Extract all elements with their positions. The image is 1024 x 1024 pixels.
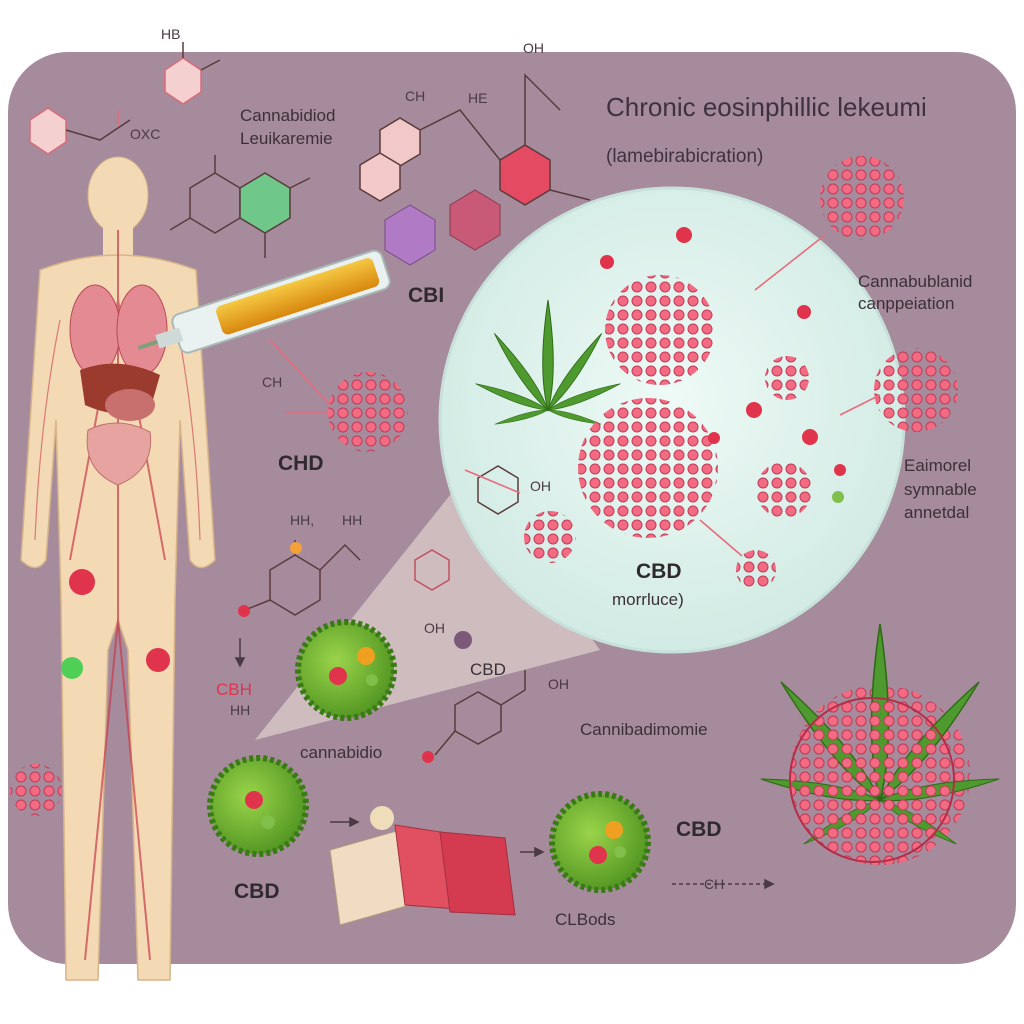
body-cell-3 — [61, 657, 83, 679]
organs-icon — [80, 363, 160, 486]
label-hh-3: HH — [230, 702, 251, 718]
body-cell-1 — [69, 569, 95, 595]
molecule-icon-5 — [422, 631, 526, 763]
pill-icon — [329, 806, 516, 926]
molecule-icon-2 — [359, 73, 591, 206]
label-ch-arrow: CH — [704, 876, 725, 892]
arrow-icon — [234, 638, 775, 890]
label-oh-4: OH — [548, 676, 569, 692]
label-he: HE — [468, 90, 488, 106]
body-cell-2 — [146, 648, 170, 672]
label-symnable: symnable — [904, 480, 977, 499]
label-eaimorel: Eaimorel — [904, 456, 972, 475]
label-hb-top: HB — [161, 26, 181, 42]
small-cells — [600, 227, 846, 503]
label-ch-small: CH — [262, 374, 283, 390]
label-oxc: OXC — [130, 126, 161, 142]
label-oh-1: OH — [523, 40, 544, 56]
label-chd: CHD — [278, 452, 324, 475]
subtitle: (lamebirabicration) — [606, 146, 764, 167]
syringe-icon — [137, 249, 391, 354]
molecule-icon-3 — [384, 189, 501, 266]
label-cbh: CBH — [216, 680, 252, 699]
label-cannibadimomie: Cannibadimomie — [580, 720, 708, 739]
label-oh-2: OH — [530, 478, 551, 494]
cancer-cell-large — [789, 697, 955, 863]
pointer-lines — [117, 110, 881, 557]
label-oh-3: OH — [424, 620, 445, 636]
molecule-icon-4 — [238, 540, 450, 617]
title: Chronic eosinphillic lekeumi — [606, 92, 927, 122]
molecule-icon-in-circle — [477, 465, 519, 515]
body-cell-4 — [10, 764, 62, 816]
label-cbd-molecule: CBD — [636, 560, 682, 583]
label-morrluce: morrluce) — [612, 590, 684, 609]
label-cannabulanid: Cannabublanid — [858, 272, 973, 291]
green-cell-2 — [207, 755, 309, 857]
label-clbods: CLBods — [555, 910, 616, 929]
label-ch-top: CH — [405, 88, 426, 104]
label-hh-2: HH — [342, 512, 363, 528]
label-cbi: CBI — [408, 284, 445, 307]
molecule-icon-1 — [29, 42, 311, 258]
green-cell-3 — [549, 791, 651, 893]
label-cbd-bottom-right: CBD — [676, 818, 722, 841]
label-cbd-mid: CBD — [470, 660, 506, 679]
lungs-icon — [69, 284, 168, 376]
label-leukemia-top: Leuikaremie — [240, 129, 333, 148]
label-cannabidiol-top: Cannabidiod — [240, 106, 336, 125]
label-cannabidio: cannabidio — [300, 743, 383, 762]
label-hh-1: HH, — [290, 512, 315, 528]
label-cbd-bottom-left: CBD — [234, 880, 280, 903]
green-cell-1 — [295, 619, 397, 721]
label-annetdal: annetdal — [904, 503, 970, 522]
label-canppeiation: canppeiation — [858, 294, 955, 313]
